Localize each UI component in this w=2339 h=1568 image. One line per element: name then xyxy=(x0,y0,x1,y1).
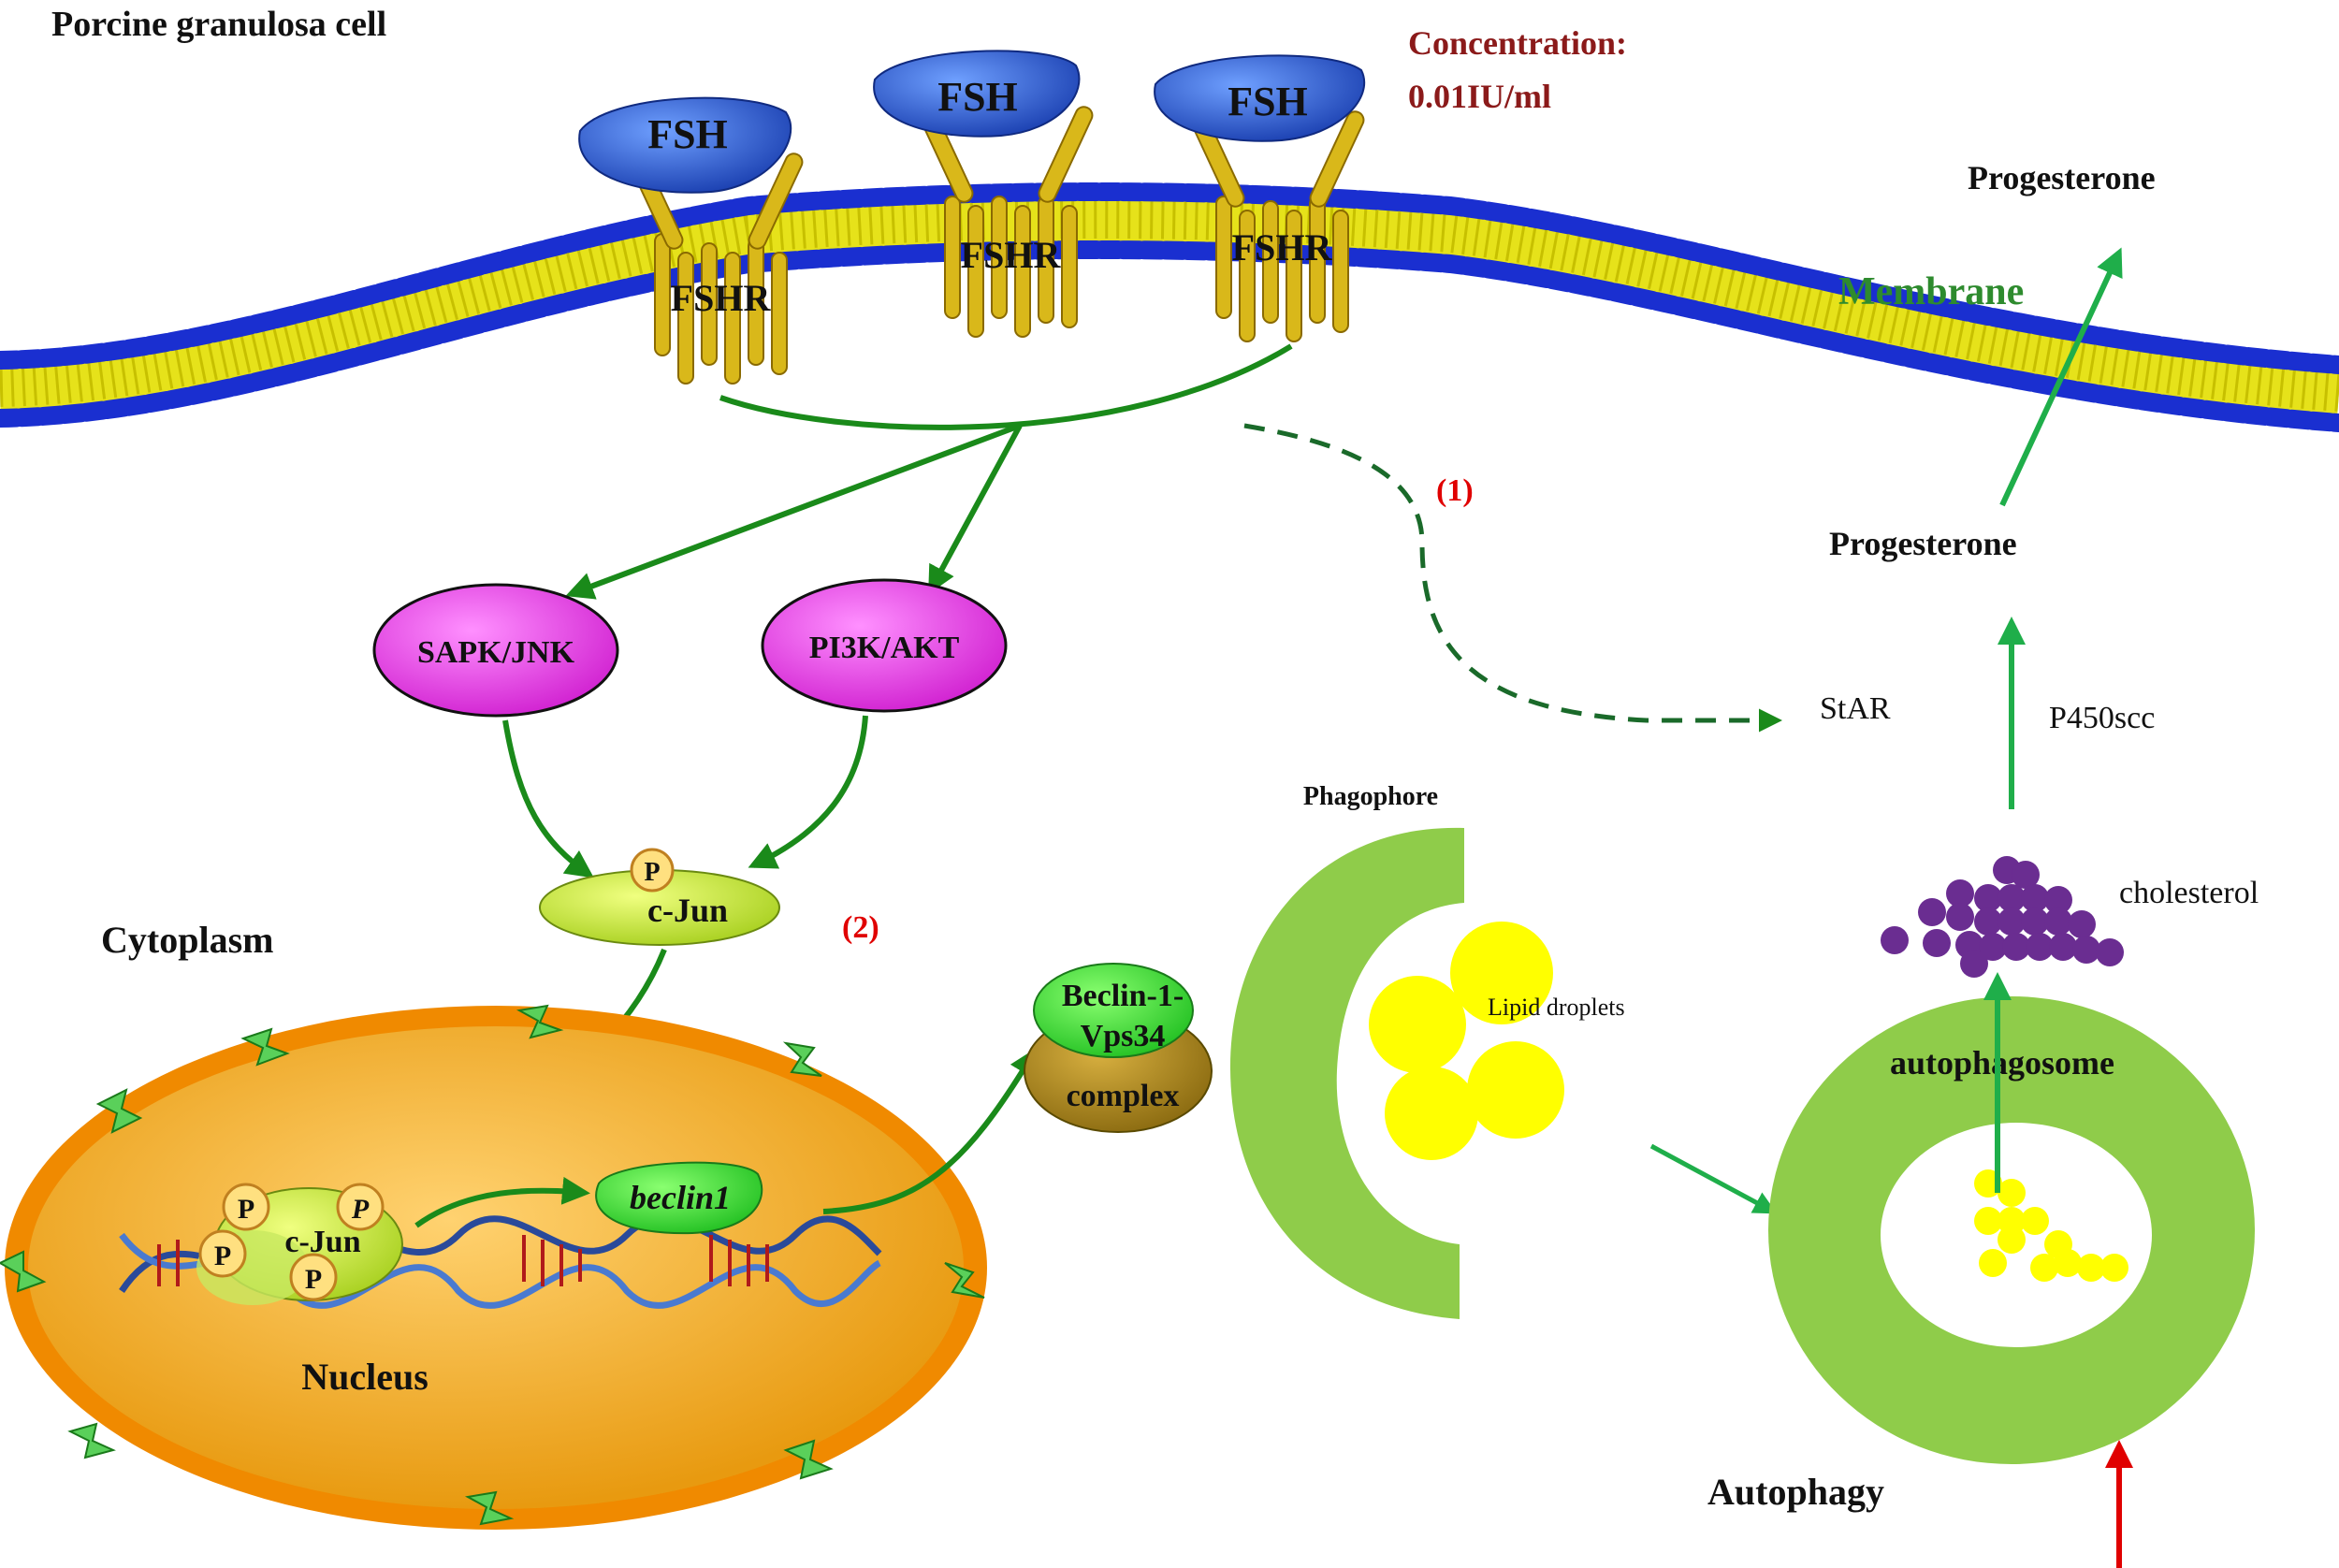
nucleus-label: Nucleus xyxy=(301,1356,429,1398)
arrow-akt-to-cjun xyxy=(748,715,868,869)
progesterone-inner-label: Progesterone xyxy=(1829,525,2017,562)
arrow-beclin1-to-complex xyxy=(822,1047,1038,1214)
autophagy-label: Autophagy xyxy=(1707,1471,1884,1513)
arrow-to-autophagosome xyxy=(1649,1143,1778,1214)
cjun-label: c-Jun xyxy=(647,892,728,929)
fsh-label-2: FSH xyxy=(937,74,1018,120)
beclin1-gene-label: beclin1 xyxy=(630,1179,731,1216)
phospho-label: P xyxy=(644,858,660,887)
phospho-label-n4: P xyxy=(305,1264,322,1295)
fsh-ligand-2 xyxy=(873,50,1081,138)
concentration-value: 0.01IU/ml xyxy=(1408,78,1551,115)
fsh-label-1: FSH xyxy=(647,111,728,157)
fsh-label-3: FSH xyxy=(1228,79,1308,124)
arrow-cjun-to-beclin1 xyxy=(414,1176,590,1228)
phospho-cjun-nucleus: P P P P c-Jun xyxy=(196,1183,403,1305)
marker-one: (1) xyxy=(1436,473,1474,508)
fshr-label-2: FSHR xyxy=(961,234,1062,276)
fsh-receptor-3 xyxy=(1189,110,1365,342)
membrane-inner-heads xyxy=(0,240,2339,432)
phagophore xyxy=(1230,827,1464,1319)
complex-line3: complex xyxy=(1067,1079,1180,1113)
membrane-tail-stripes xyxy=(0,201,2339,412)
receptor-signal-curve xyxy=(719,343,1293,430)
cholesterol-cluster xyxy=(1881,856,2124,978)
fsh-ligand-1 xyxy=(578,96,792,194)
dashed-arrow-to-star xyxy=(1243,423,1782,733)
nuclear-pores xyxy=(0,1004,985,1526)
pi3k-akt-label: PI3K/AKT xyxy=(809,631,960,665)
membrane-outer-heads xyxy=(0,182,2339,374)
autophagosome xyxy=(1768,996,2255,1464)
phagophore-label: Phagophore xyxy=(1303,782,1438,811)
autophagosome-label: autophagosome xyxy=(1890,1044,2114,1082)
arrow-jnk-to-cjun xyxy=(502,719,594,878)
marker-two: (2) xyxy=(842,910,879,945)
arrow-progesterone-export xyxy=(1999,247,2123,507)
membrane-label: Membrane xyxy=(1838,270,2024,313)
beclin1-vps34-complex: Beclin-1- Vps34 complex xyxy=(1024,963,1213,1133)
fshr-label-1: FSHR xyxy=(671,277,772,319)
page-title: Porcine granulosa cell xyxy=(51,5,386,44)
lipid-droplets-label: Lipid droplets xyxy=(1488,994,1625,1021)
phospho-label-n3: P xyxy=(214,1241,231,1271)
fshr-label-3: FSHR xyxy=(1232,226,1333,269)
p450scc-label: P450scc xyxy=(2049,701,2155,735)
arrow-to-sapk-jnk xyxy=(565,423,1022,600)
arrow-to-pi3k-akt xyxy=(928,424,1023,595)
cell-membrane xyxy=(0,182,2339,432)
progesterone-outer-label: Progesterone xyxy=(1968,159,2156,196)
sapk-jnk-label: SAPK/JNK xyxy=(417,635,575,670)
phospho-label-n2: P xyxy=(351,1194,370,1225)
pi3k-akt-node: PI3K/AKT xyxy=(761,578,1008,713)
nuclear-cjun-label: c-Jun xyxy=(284,1225,360,1259)
dna-base-pairs xyxy=(157,1235,769,1286)
nucleus: beclin1 P P P P c-Jun Nucleus xyxy=(0,1004,987,1530)
concentration-label: Concentration: xyxy=(1408,24,1627,62)
complex-line2: Vps34 xyxy=(1081,1019,1166,1053)
phospho-label-n1: P xyxy=(238,1194,254,1225)
beclin1-gene: beclin1 xyxy=(595,1161,763,1235)
phospho-badge xyxy=(630,848,675,893)
cholesterol-label: cholesterol xyxy=(2119,876,2259,910)
sapk-jnk-node: SAPK/JNK xyxy=(372,583,619,718)
fsh-ligand-3 xyxy=(1154,54,1366,142)
autophagosome-lipid-dots xyxy=(1974,1169,2128,1282)
star-label: StAR xyxy=(1820,691,1891,726)
phospho-cjun-cytoplasm: P c-Jun xyxy=(539,848,780,946)
complex-line1: Beclin-1- xyxy=(1062,979,1184,1013)
lipid-droplets xyxy=(1369,922,1564,1160)
cytoplasm-label: Cytoplasm xyxy=(101,919,273,961)
